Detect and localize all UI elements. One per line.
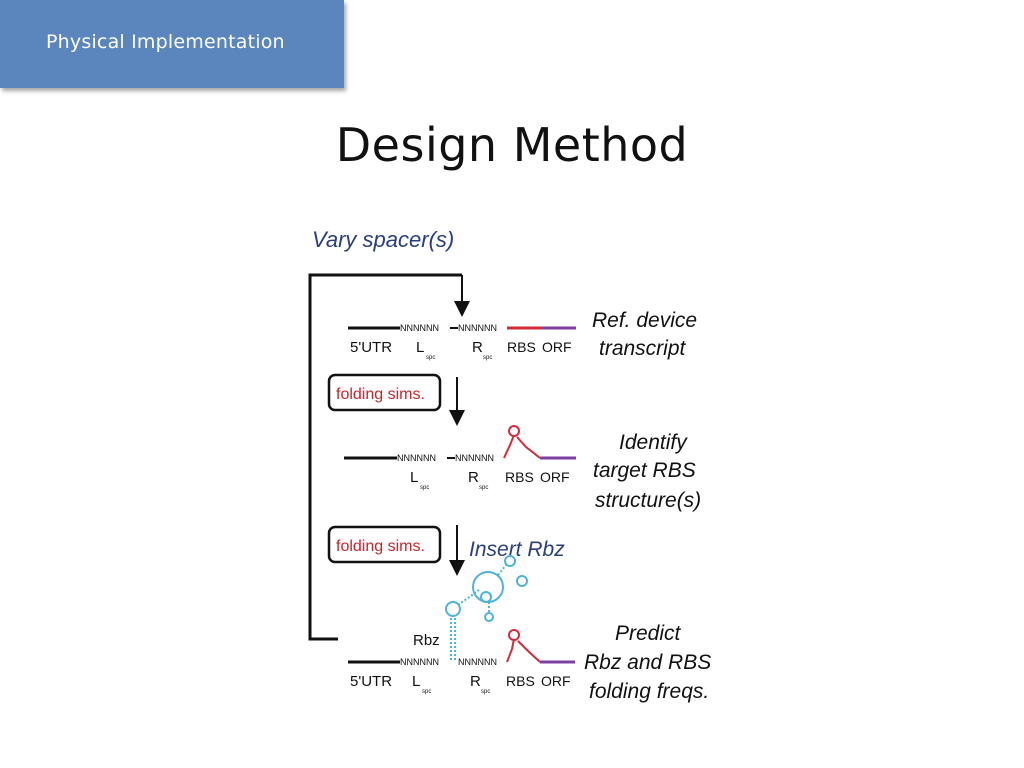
folding-sims-box-1: [327, 373, 442, 412]
seq-left: NNNNNN: [400, 323, 439, 333]
caption-3b: Rbz and RBS: [584, 651, 711, 674]
rbs-label-2: RBS: [505, 469, 534, 485]
r-sub-3: spc: [481, 689, 490, 695]
folding-sims-label-2: folding sims.: [336, 538, 425, 555]
slide-title: Design Method: [335, 118, 689, 172]
row-reference-transcript: NNNNNN NNNNNN 5'UTR L spc R spc RBS ORF …: [348, 309, 697, 361]
orf-label-3: ORF: [541, 673, 571, 689]
seq-right-2: NNNNNN: [455, 453, 494, 463]
r-label-2: R: [468, 469, 479, 486]
folding-sims-label-1: folding sims.: [336, 386, 425, 403]
section-tab: Physical Implementation: [0, 0, 344, 88]
folding-sims-box-2: [327, 525, 442, 564]
caption-2a: Identify: [619, 431, 688, 454]
caption-1a: Ref. device: [592, 309, 697, 332]
rbs-hairpin-icon-3: [506, 629, 541, 663]
caption-2c: structure(s): [595, 489, 701, 512]
caption-2b: target RBS: [593, 459, 696, 482]
l-label-3: L: [412, 673, 420, 690]
l-sub: spc: [426, 355, 435, 361]
design-method-diagram: Vary spacer(s) NNNNNN NNNNNN 5'UTR L spc…: [308, 227, 711, 703]
ribozyme-structure-icon: [445, 555, 528, 660]
utr-label: 5'UTR: [350, 339, 392, 356]
r-sub: spc: [483, 355, 492, 361]
seq-right-3: NNNNNN: [458, 657, 497, 667]
rbs-label: RBS: [507, 339, 536, 355]
rbz-label: Rbz: [413, 632, 440, 649]
seq-left-3: NNNNNN: [400, 657, 439, 667]
caption-3a: Predict: [615, 622, 682, 645]
r-label-3: R: [470, 673, 481, 690]
row-predict-folding: Rbz NNNNNN NNNNNN 5'UTR L spc R spc RBS …: [348, 555, 711, 703]
orf-label-2: ORF: [540, 469, 570, 485]
r-label: R: [472, 339, 483, 356]
orf-label: ORF: [542, 339, 572, 355]
feedback-loop-line: [308, 273, 462, 641]
rbs-hairpin-icon: [503, 425, 541, 459]
insert-rbz-label: Insert Rbz: [469, 538, 565, 561]
vary-spacer-label: Vary spacer(s): [312, 227, 454, 252]
l-sub-3: spc: [422, 689, 431, 695]
caption-3c: folding freqs.: [589, 680, 709, 703]
l-label-2: L: [410, 469, 418, 486]
seq-right: NNNNNN: [458, 323, 497, 333]
seq-left-2: NNNNNN: [397, 453, 436, 463]
r-sub-2: spc: [479, 485, 488, 491]
section-label: Physical Implementation: [46, 31, 285, 53]
rbs-label-3: RBS: [506, 673, 535, 689]
caption-1b: transcript: [599, 337, 687, 360]
utr-label-3: 5'UTR: [350, 673, 392, 690]
l-label: L: [416, 339, 424, 356]
l-sub-2: spc: [420, 485, 429, 491]
row-target-rbs: NNNNNN NNNNNN L spc R spc RBS ORF Identi…: [344, 425, 701, 512]
